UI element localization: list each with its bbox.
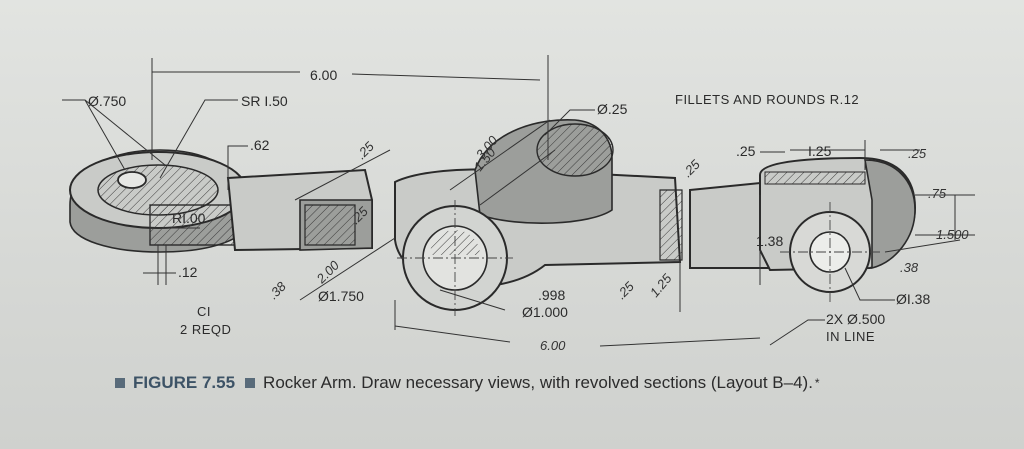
dim-38-left: .38 <box>266 278 290 302</box>
dimension-lines <box>62 55 975 347</box>
left-arm-part <box>226 168 373 252</box>
dim-dia-750: Ø.750 <box>88 93 126 109</box>
dim-200: 2.00 <box>313 257 343 287</box>
dim-75: .75 <box>928 186 947 201</box>
dim-dia-1750: Ø1.750 <box>318 288 364 304</box>
dim-1500: 1.500 <box>936 227 969 242</box>
right-end-part <box>689 156 917 302</box>
figure-caption: FIGURE 7.55 Rocker Arm. Draw necessary v… <box>115 370 820 396</box>
caption-square-icon-2 <box>245 378 256 388</box>
dim-25-e: .25 <box>736 143 756 159</box>
dim-125-right: I.25 <box>808 143 832 159</box>
dim-dia-138: ØI.38 <box>896 291 930 307</box>
left-end-part <box>69 149 247 253</box>
dim-25-d: .25 <box>614 278 638 302</box>
caption-asterisk: * <box>814 376 820 390</box>
dim-25-f: .25 <box>908 146 927 161</box>
dim-62: .62 <box>250 137 270 153</box>
dim-sr-150: SR I.50 <box>241 93 288 109</box>
dim-overall-length-bottom: 6.00 <box>540 338 566 353</box>
dim-38-right: .38 <box>900 260 919 275</box>
dim-25-c: .25 <box>680 156 704 180</box>
dim-dia-2x500: 2X Ø.500 <box>826 311 885 327</box>
dim-12: .12 <box>178 264 198 280</box>
dim-dia-998: .998 <box>538 287 565 303</box>
note-reqd: 2 REQD <box>180 322 231 337</box>
figure-label: FIGURE 7.55 <box>133 373 236 392</box>
note-in-line: IN LINE <box>826 329 875 344</box>
dim-dia-25: Ø.25 <box>597 101 628 117</box>
dim-overall-length-top: 6.00 <box>310 67 337 83</box>
note-fillets: FILLETS AND ROUNDS R.12 <box>675 92 859 107</box>
figure-caption-text: Rocker Arm. Draw necessary views, with r… <box>263 373 813 392</box>
caption-square-icon <box>115 378 125 388</box>
dim-r-100: RI.00 <box>172 210 206 226</box>
center-hub-part <box>394 118 683 316</box>
dim-125-mid: 1.25 <box>647 270 675 300</box>
dim-138: 1.38 <box>756 233 783 249</box>
note-ci: CI <box>197 304 211 319</box>
dim-dia-1000: Ø1.000 <box>522 304 568 320</box>
